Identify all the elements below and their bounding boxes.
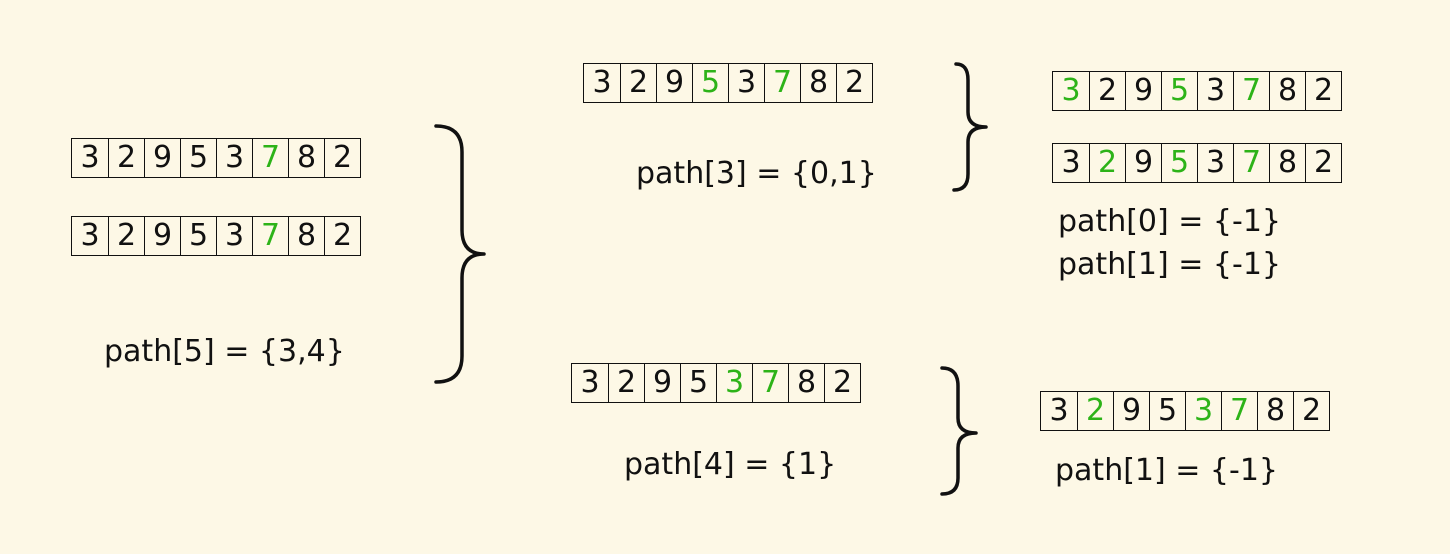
array-cell: 5 [692,64,728,102]
array-cell: 7 [252,217,288,255]
array-cell: 7 [1221,392,1257,430]
array-cell: 5 [1149,392,1185,430]
array-cell: 8 [1269,72,1305,110]
array-cell: 8 [288,217,324,255]
array-cell: 2 [1077,392,1113,430]
label-path5: path[5] = {3,4} [104,334,345,369]
array-cell: 8 [288,139,324,177]
array-cell: 2 [324,139,360,177]
brace-left-icon [434,124,486,384]
array-cell: 2 [1305,72,1341,110]
array-cell: 7 [764,64,800,102]
array-cell: 5 [180,139,216,177]
array-cell: 3 [216,217,252,255]
array-cell: 8 [800,64,836,102]
array-cell: 2 [108,139,144,177]
array-cell: 3 [1061,73,1081,108]
array-cell: 5 [1161,144,1197,182]
array-cell: 2 [1089,72,1125,110]
array-cell: 3 [1185,392,1221,430]
array-cell: 9 [144,217,180,255]
array-cell: 3 [1197,144,1233,182]
array-cell: 9 [1113,392,1149,430]
array-cell: 2 [1089,144,1125,182]
array-cell: 3 [1049,393,1069,428]
label-path3: path[3] = {0,1} [636,156,877,191]
array-cell: 7 [252,139,288,177]
array-cell: 8 [788,364,824,402]
array-cell: 2 [108,217,144,255]
brace-mid-top-icon [952,62,988,192]
array-cell: 5 [1161,72,1197,110]
array-cell: 7 [1233,72,1269,110]
array-cell: 9 [1125,72,1161,110]
array-cell: 9 [644,364,680,402]
array-cell: 3 [580,365,600,400]
array-cell: 2 [608,364,644,402]
array-cell: 8 [1257,392,1293,430]
array-cell: 7 [752,364,788,402]
label-path4: path[4] = {1} [624,447,837,482]
array-cell: 9 [656,64,692,102]
brace-mid-bottom-icon [940,366,978,496]
array-cell: 2 [620,64,656,102]
array-cell: 3 [592,65,612,100]
array-cell: 2 [824,364,860,402]
array-cell: 5 [680,364,716,402]
array-cell: 7 [1233,144,1269,182]
array-cell: 3 [216,139,252,177]
array-cell: 2 [1305,144,1341,182]
array-cell: 3 [80,218,100,253]
array-cell: 3 [80,140,100,175]
label-path1-bottom: path[1] = {-1} [1055,453,1278,488]
array-cell: 3 [716,364,752,402]
array-cell: 2 [1293,392,1329,430]
array-cell: 3 [728,64,764,102]
array-cell: 9 [144,139,180,177]
label-path1-top: path[1] = {-1} [1058,247,1281,282]
array-cell: 9 [1125,144,1161,182]
array-cell: 2 [324,217,360,255]
array-cell: 3 [1197,72,1233,110]
label-path0-top: path[0] = {-1} [1058,204,1281,239]
array-cell: 3 [1061,145,1081,180]
array-cell: 8 [1269,144,1305,182]
array-cell: 2 [836,64,872,102]
array-cell: 5 [180,217,216,255]
